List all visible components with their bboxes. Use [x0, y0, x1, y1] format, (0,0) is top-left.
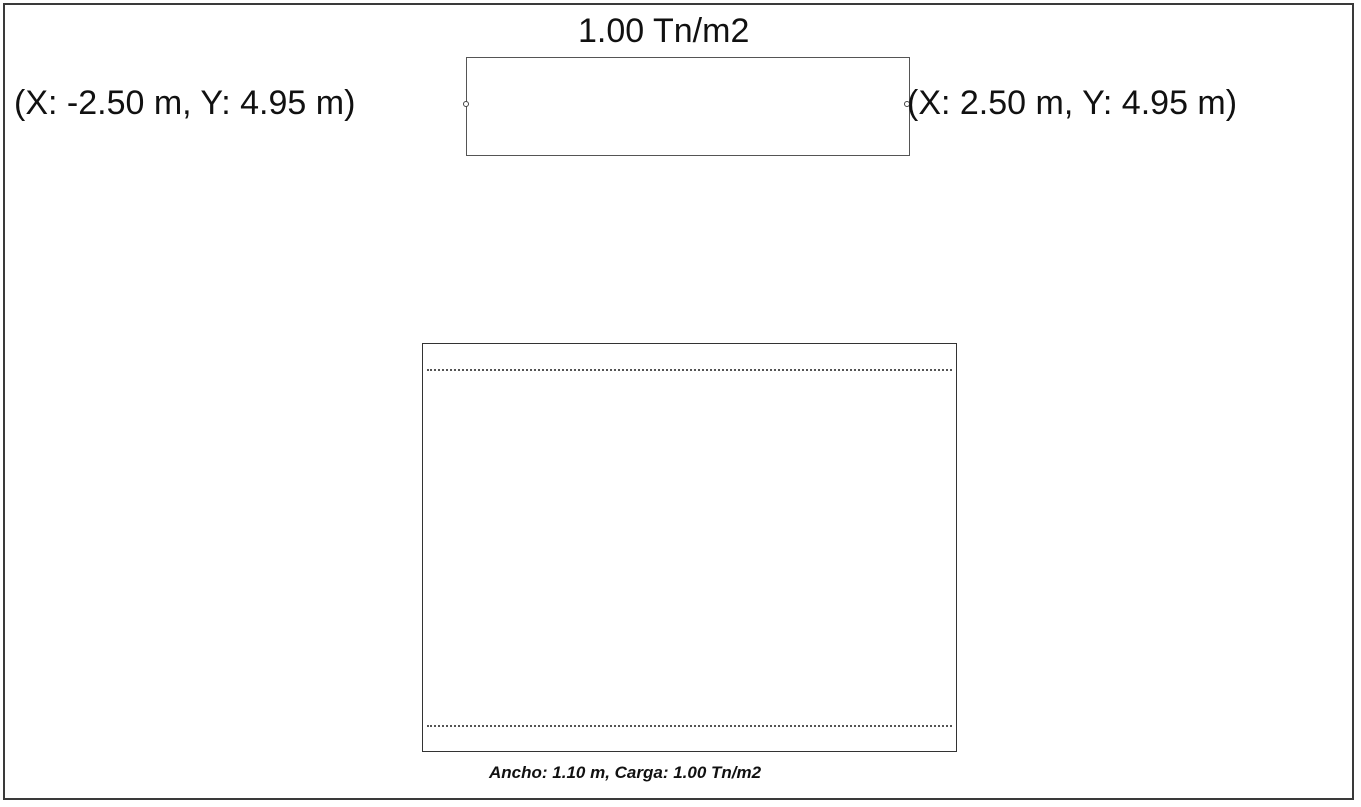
left-node-marker — [463, 101, 469, 107]
section-caption: Ancho: 1.10 m, Carga: 1.00 Tn/m2 — [489, 763, 762, 782]
top-reinforcement-line — [427, 369, 952, 371]
slab-cross-section — [422, 343, 957, 752]
bottom-reinforcement-line — [427, 725, 952, 727]
right-node-coordinate: (X: 2.50 m, Y: 4.95 m) — [907, 84, 1238, 122]
load-value-label: 1.00 Tn/m2 — [578, 12, 750, 50]
right-node-marker — [904, 101, 910, 107]
distributed-load-box — [466, 57, 910, 156]
left-node-coordinate: (X: -2.50 m, Y: 4.95 m) — [14, 84, 356, 122]
